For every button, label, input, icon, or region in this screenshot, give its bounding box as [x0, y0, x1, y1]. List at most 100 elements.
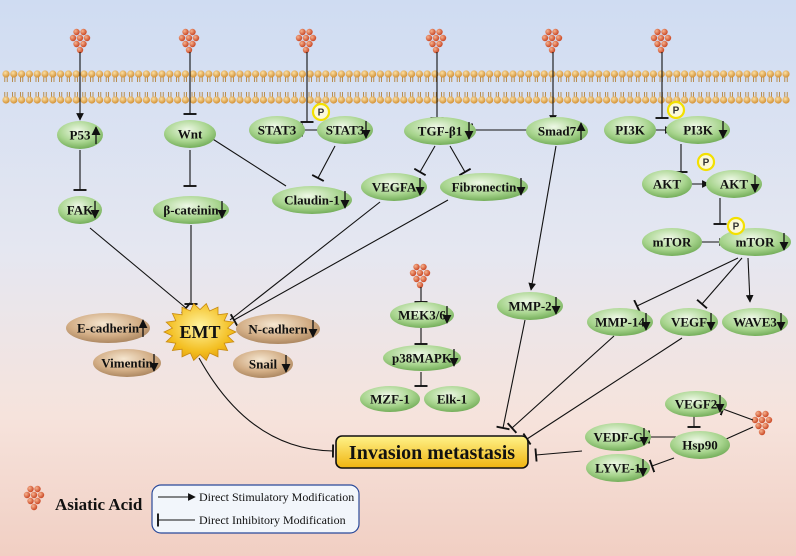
lipid-head	[657, 70, 665, 78]
lipid-head	[244, 96, 252, 104]
node-fak: FAK	[58, 196, 102, 224]
node-shape	[360, 386, 420, 412]
lipid-head	[197, 96, 205, 104]
lipid-head	[291, 96, 299, 104]
node-hsp90: Hsp90	[670, 431, 730, 459]
node-vegfa: VEGFA	[361, 173, 427, 201]
lipid-head	[720, 96, 728, 104]
legend-compound-label: Asiatic Acid	[55, 495, 143, 514]
lipid-head	[532, 96, 541, 104]
lipid-head	[548, 70, 556, 78]
lipid-head	[345, 70, 353, 78]
lipid-head	[88, 96, 96, 104]
emt-burst-shape	[163, 302, 237, 362]
lipid-head	[127, 70, 135, 78]
node-label: MEK3/6	[398, 308, 446, 323]
lipid-head	[72, 70, 80, 78]
lipid-head	[25, 70, 33, 78]
node-mmp14: MMP-14	[587, 308, 653, 336]
lipid-head	[532, 70, 541, 78]
lipid-head	[486, 96, 494, 104]
node-label: MZF-1	[370, 392, 410, 407]
node-shape	[233, 350, 293, 378]
lipid-head	[228, 70, 236, 78]
node-smad7: Smad7	[526, 117, 588, 145]
lipid-head	[345, 96, 353, 104]
node-stat3-a: STAT3	[249, 116, 305, 144]
asiatic-acid-icon	[178, 28, 200, 54]
phospho-label: P	[318, 108, 325, 119]
node-label: N-cadhern	[248, 322, 308, 337]
lipid-head	[642, 70, 650, 78]
lipid-head	[353, 70, 361, 78]
node-shape	[670, 431, 730, 459]
node-shape	[390, 302, 454, 328]
lipid-head	[25, 96, 33, 104]
lipid-head	[454, 70, 462, 78]
node-emt: EMT	[163, 302, 237, 362]
node-label: MMP-14	[595, 315, 645, 330]
lipid-head	[314, 96, 322, 104]
lipid-head	[766, 70, 775, 78]
lipid-head	[275, 96, 283, 104]
lipid-head	[72, 96, 80, 104]
node-label: WAVE3	[733, 315, 777, 330]
legend-inhibitory: Direct Inhibitory Modification	[199, 513, 346, 527]
lipid-head	[540, 70, 548, 78]
lipid-head	[322, 96, 330, 104]
lipid-head	[298, 96, 306, 104]
lipid-head	[33, 96, 41, 104]
lipid-head	[517, 70, 525, 78]
node-invasion: Invasion metastasis	[335, 435, 529, 469]
lipid-head	[275, 70, 283, 78]
lipid-head	[610, 96, 619, 104]
node-shape	[666, 116, 730, 144]
lipid-head	[618, 96, 626, 104]
asiatic-acid-icon	[425, 28, 447, 54]
lipid-head	[369, 70, 377, 78]
phospho-label: P	[703, 158, 710, 169]
lipid-head	[408, 96, 416, 104]
node-shape	[317, 116, 373, 144]
node-wnt: Wnt	[164, 120, 216, 148]
node-shape	[440, 173, 528, 201]
lipid-head	[10, 70, 18, 78]
lipid-head	[33, 70, 41, 78]
lipid-head	[267, 96, 275, 104]
lipid-head	[509, 96, 517, 104]
node-pi3k-a: PI3K	[604, 116, 656, 144]
node-label: Hsp90	[682, 438, 717, 453]
lipid-head	[696, 96, 704, 104]
lipid-head	[88, 70, 96, 78]
lipid-head	[743, 96, 751, 104]
lipid-head	[751, 96, 759, 104]
lipid-head	[618, 70, 626, 78]
lipid-head	[283, 96, 291, 104]
lipid-head	[548, 96, 556, 104]
lipid-head	[2, 70, 10, 78]
node-label: VEGFA	[372, 180, 417, 195]
lipid-head	[150, 70, 158, 78]
lipid-head	[470, 70, 478, 78]
lipid-head	[587, 96, 595, 104]
lipid-head	[525, 70, 533, 78]
node-label: p38MAPK	[392, 351, 453, 366]
lipid-head	[727, 70, 736, 78]
lipid-head	[759, 70, 767, 78]
node-snail: Snail	[233, 350, 293, 378]
lipid-head	[174, 70, 182, 78]
lipid-head	[252, 96, 260, 104]
lipid-head	[259, 96, 267, 104]
node-p53: P53	[57, 121, 103, 149]
lipid-head	[486, 70, 494, 78]
node-shape	[722, 308, 788, 336]
node-mtor-a: mTOR	[642, 228, 702, 256]
node-shape	[272, 186, 352, 214]
lipid-head	[236, 70, 244, 78]
lipid-head	[18, 70, 26, 78]
asiatic-acid-icon	[23, 485, 45, 511]
